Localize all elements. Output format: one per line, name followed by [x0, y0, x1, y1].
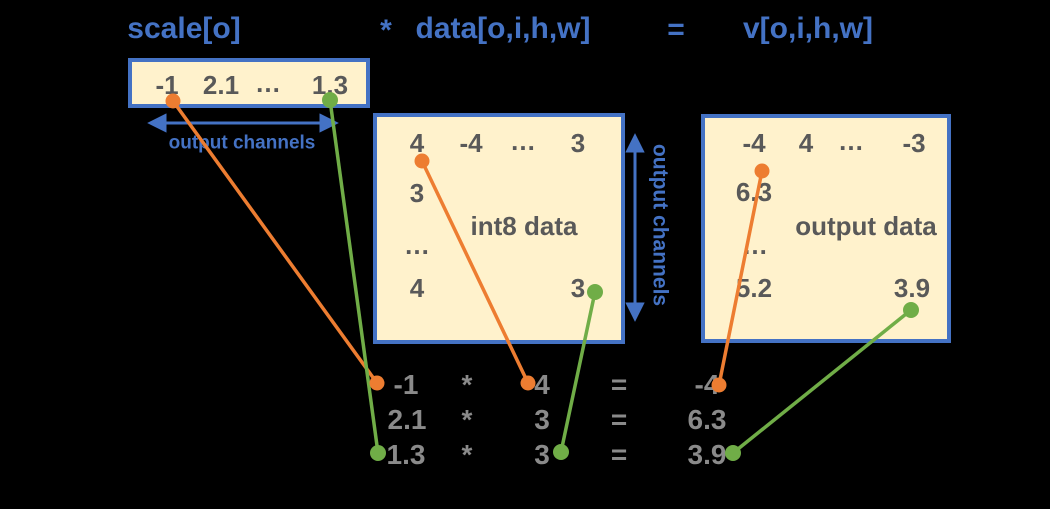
- green-marker-dot: [725, 445, 741, 461]
- equation-data-value: 3: [534, 439, 550, 470]
- equation-scale-value: 1.3: [386, 439, 426, 470]
- output-value: 5.2: [735, 273, 773, 303]
- output-value: 3.9: [893, 273, 931, 303]
- output-ellipsis: …: [838, 126, 864, 156]
- green-marker-dot: [553, 444, 569, 460]
- int8-ellipsis: …: [510, 126, 536, 156]
- output-channels-label-horizontal: output channels: [168, 132, 316, 154]
- equation-result-value: 3.9: [687, 439, 727, 470]
- int8-box-label: int8 data: [470, 211, 578, 241]
- title-multiply-operator: *: [380, 14, 392, 47]
- title-scale-term: scale[o]: [127, 12, 241, 45]
- output-ellipsis: …: [742, 230, 768, 260]
- orange-marker-dot: [369, 375, 385, 391]
- int8-value: 3: [409, 178, 425, 208]
- equation-equals-sign: =: [610, 404, 628, 435]
- title-data-term: data[o,i,h,w]: [415, 12, 591, 45]
- equation-multiply-operator: *: [461, 404, 473, 435]
- equation-result-value: 6.3: [687, 404, 727, 435]
- equation-scale-value: 2.1: [387, 404, 427, 435]
- equation-equals-sign: =: [610, 439, 628, 470]
- connector-line-green: [328, 99, 380, 454]
- scale-ellipsis: …: [255, 68, 281, 98]
- equation-result-value: -4: [694, 369, 720, 400]
- scale-value: -1: [155, 70, 179, 100]
- equation-multiply-operator: *: [461, 369, 473, 400]
- equation-data-value: 3: [534, 404, 550, 435]
- green-marker-dot: [370, 445, 386, 461]
- equation-multiply-operator: *: [461, 439, 473, 470]
- equation-scale-value: -1: [393, 369, 419, 400]
- output-value: 6.3: [735, 177, 773, 207]
- int8-value: 3: [570, 273, 586, 303]
- output-box-label: output data: [795, 211, 937, 241]
- equation-equals-sign: =: [610, 369, 628, 400]
- int8-value: 4: [409, 273, 425, 303]
- output-value: -3: [902, 128, 926, 158]
- int8-value: 3: [570, 128, 586, 158]
- output-value: 4: [798, 128, 814, 158]
- output-value: -4: [742, 128, 766, 158]
- int8-value: -4: [459, 128, 483, 158]
- int8-ellipsis: …: [404, 230, 430, 260]
- int8-value: 4: [409, 128, 425, 158]
- title-equals-sign: =: [667, 13, 685, 46]
- output-channels-label-vertical: output channels: [648, 143, 672, 307]
- scale-value: 2.1: [202, 70, 240, 100]
- scale-value: 1.3: [311, 70, 349, 100]
- equation-data-value: 4: [534, 369, 550, 400]
- title-v-term: v[o,i,h,w]: [743, 12, 873, 45]
